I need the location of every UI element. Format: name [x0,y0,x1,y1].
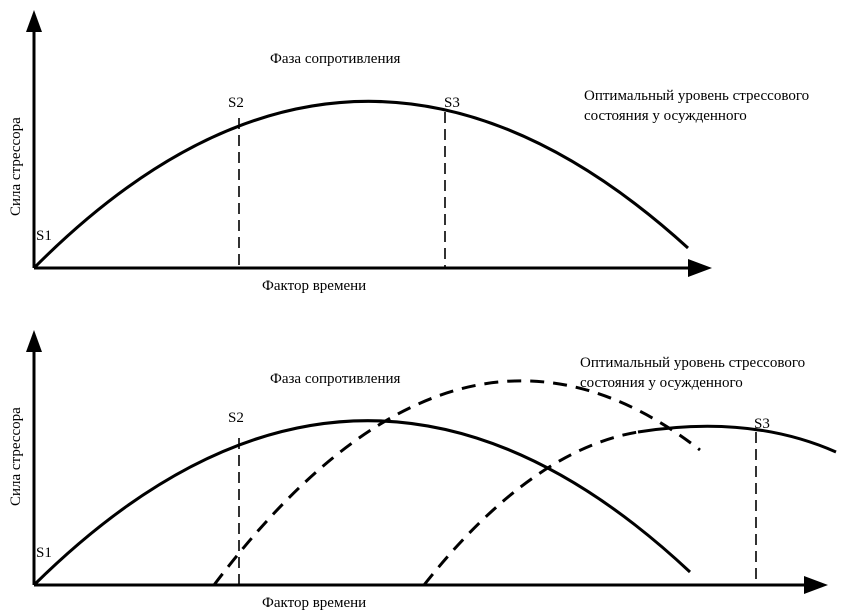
bottom-x-axis-label: Фактор времени [262,595,366,611]
bottom-y-axis-arrow [26,330,42,352]
top-x-axis-arrow [688,259,712,277]
bottom-stress-curve-3-dashed [422,430,639,586]
top-stress-curve [32,99,690,270]
top-point-s2: S2 [228,95,244,111]
bottom-point-s3: S3 [754,416,770,432]
bottom-point-s2: S2 [228,410,244,426]
bottom-optimal-label-line2: состояния у осужденного [580,375,743,391]
top-point-s1: S1 [36,228,52,244]
top-phase-label: Фаза сопротивления [270,51,400,67]
bottom-point-s1: S1 [36,545,52,561]
bottom-stress-curve-1 [32,419,692,587]
top-y-axis-arrow [26,10,42,32]
top-y-axis-label: Сила стрессора [8,117,24,216]
top-diagram: Сила стрессора Фактор времени Фаза сопро… [8,10,809,294]
top-point-s3: S3 [444,95,460,111]
bottom-y-axis-label: Сила стрессора [8,407,24,506]
bottom-optimal-label-line1: Оптимальный уровень стрессового [580,355,805,371]
bottom-phase-label: Фаза сопротивления [270,371,400,387]
bottom-stress-curve-3-solid [637,424,837,454]
bottom-diagram: Сила стрессора Фактор времени Фаза сопро… [8,330,837,611]
bottom-x-axis-arrow [804,576,828,594]
bottom-stress-curve-2 [212,379,701,586]
top-x-axis-label: Фактор времени [262,278,366,294]
top-optimal-label-line2: состояния у осужденного [584,108,747,124]
top-optimal-label-line1: Оптимальный уровень стрессового [584,88,809,104]
